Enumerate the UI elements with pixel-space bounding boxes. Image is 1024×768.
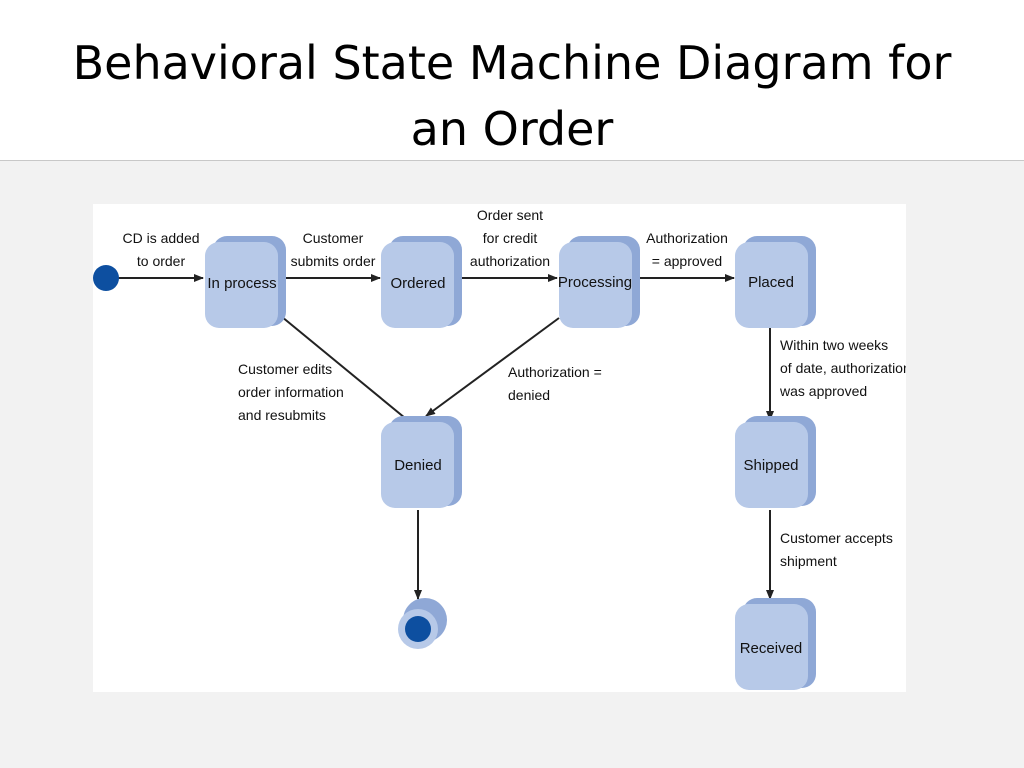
note-within-two-weeks: Within two weeks of date, authorization … bbox=[779, 337, 906, 399]
note-line: to order bbox=[137, 253, 186, 269]
note-line: was approved bbox=[779, 383, 867, 399]
state-label-in-process: In process bbox=[207, 275, 276, 292]
state-label-placed: Placed bbox=[748, 274, 794, 291]
note-line: Authorization = bbox=[508, 364, 602, 380]
note-customer-edits: Customer edits order information and res… bbox=[238, 361, 344, 423]
note-line: Within two weeks bbox=[780, 337, 888, 353]
final-node bbox=[398, 598, 447, 649]
diagram-canvas: In process Ordered Processing Placed Den… bbox=[93, 207, 906, 690]
note-cd-added: CD is added to order bbox=[122, 230, 199, 269]
note-line: Customer accepts bbox=[780, 530, 893, 546]
note-authorization-denied: Authorization = denied bbox=[508, 364, 602, 403]
note-line: = approved bbox=[652, 253, 722, 269]
state-denied: Denied bbox=[381, 416, 462, 508]
note-customer-accepts: Customer accepts shipment bbox=[780, 530, 893, 569]
state-label-processing: Processing bbox=[558, 274, 632, 291]
state-in-process: In process bbox=[205, 236, 286, 328]
arrow-processing-to-denied bbox=[425, 317, 560, 417]
state-label-denied: Denied bbox=[394, 457, 442, 474]
note-line: for credit bbox=[483, 230, 538, 246]
note-line: submits order bbox=[291, 253, 376, 269]
state-label-received: Received bbox=[740, 640, 803, 657]
state-placed: Placed bbox=[735, 236, 816, 328]
state-shipped: Shipped bbox=[735, 416, 816, 508]
arrow-denied-to-in-process bbox=[275, 311, 406, 419]
note-line: Customer bbox=[303, 230, 364, 246]
title-band: Behavioral State Machine Diagram for an … bbox=[0, 0, 1024, 161]
state-label-ordered: Ordered bbox=[390, 275, 445, 292]
note-line: Order sent bbox=[477, 207, 543, 223]
initial-node bbox=[93, 265, 119, 291]
note-authorization-approved: Authorization = approved bbox=[646, 230, 728, 269]
note-line: Authorization bbox=[646, 230, 728, 246]
note-line: authorization bbox=[470, 253, 550, 269]
note-line: of date, authorization bbox=[780, 360, 906, 376]
note-line: CD is added bbox=[122, 230, 199, 246]
state-processing: Processing bbox=[558, 236, 640, 328]
note-line: denied bbox=[508, 387, 550, 403]
state-machine-diagram: In process Ordered Processing Placed Den… bbox=[93, 204, 906, 692]
state-ordered: Ordered bbox=[381, 236, 462, 328]
slide-title: Behavioral State Machine Diagram for an … bbox=[72, 36, 952, 156]
state-label-shipped: Shipped bbox=[743, 457, 798, 474]
note-line: Customer edits bbox=[238, 361, 332, 377]
note-line: shipment bbox=[780, 553, 837, 569]
note-line: and resubmits bbox=[238, 407, 326, 423]
note-line: order information bbox=[238, 384, 344, 400]
transitions bbox=[117, 274, 774, 600]
note-customer-submits-order: Customer submits order bbox=[291, 230, 376, 269]
state-received: Received bbox=[735, 598, 816, 690]
note-order-sent: Order sent for credit authorization bbox=[470, 207, 550, 269]
